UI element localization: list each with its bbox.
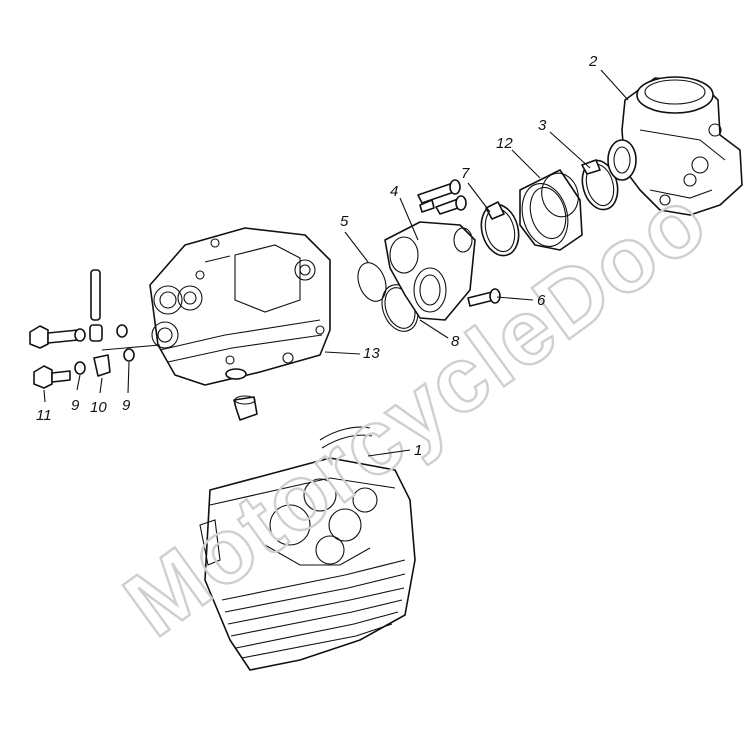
callout-12: 12 xyxy=(496,135,513,152)
callout-9-left: 9 xyxy=(71,397,80,414)
leader-lines xyxy=(43,69,629,457)
callout-11: 11 xyxy=(36,407,52,424)
carb-joint-part xyxy=(519,169,583,251)
breather-fittings xyxy=(29,269,161,389)
callout-9-right: 9 xyxy=(122,397,131,414)
callout-1: 1 xyxy=(414,442,422,459)
callout-4: 4 xyxy=(390,183,398,200)
callout-2: 2 xyxy=(588,53,598,70)
clamp-7-part xyxy=(480,201,520,257)
clamp-3-part xyxy=(581,159,619,211)
callout-5: 5 xyxy=(340,213,349,230)
callout-6: 6 xyxy=(537,292,546,309)
carburetor-part xyxy=(607,76,743,216)
callout-8: 8 xyxy=(451,333,460,350)
callout-10: 10 xyxy=(90,399,107,416)
intake-manifold-part xyxy=(384,179,501,321)
callout-labels: 1 2 3 4 5 6 7 8 9 9 10 11 12 13 xyxy=(36,53,598,459)
callout-3: 3 xyxy=(538,117,547,134)
cylinder-part xyxy=(199,426,416,671)
callout-7: 7 xyxy=(461,165,470,182)
callout-13: 13 xyxy=(363,345,380,362)
cylinder-head-cover-part xyxy=(149,227,331,421)
